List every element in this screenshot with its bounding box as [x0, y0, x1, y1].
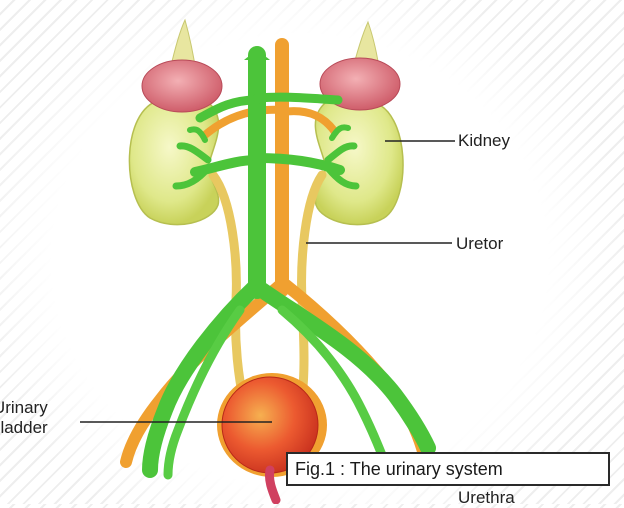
kidney-label: Kidney: [458, 131, 510, 151]
bladder-label-line-1: Urinary: [0, 398, 48, 418]
left-adrenal-gland: [142, 60, 222, 112]
bladder-label: Urinary bladder: [0, 398, 48, 438]
vena-cava-top: [244, 54, 270, 60]
right-renal-vein-upper: [257, 97, 338, 100]
bladder-label-line-2: bladder: [0, 418, 48, 438]
ureter-label: Uretor: [456, 234, 503, 254]
urethra-label: Urethra: [458, 488, 515, 508]
figure-caption: Fig.1 : The urinary system: [286, 452, 610, 486]
